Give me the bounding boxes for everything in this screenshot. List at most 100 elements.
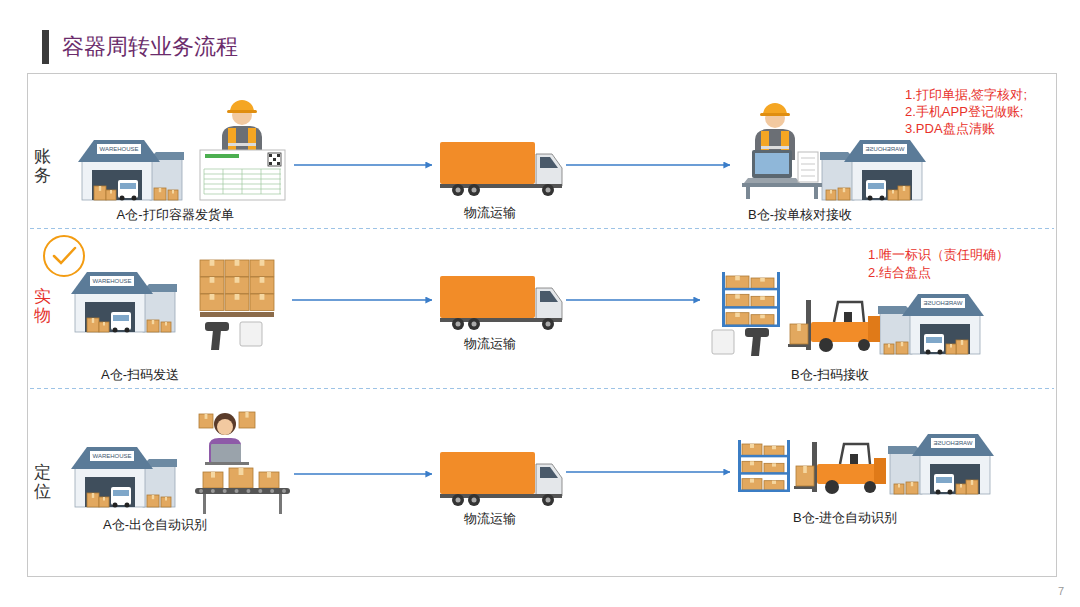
small-truck <box>111 312 131 330</box>
wheel <box>880 196 885 201</box>
forklift-body <box>811 322 871 342</box>
process-station: 物流运输 <box>432 450 566 530</box>
cardboard-box <box>956 340 968 354</box>
wheel-hub <box>546 322 551 327</box>
process-station: A仓-扫码发送 <box>68 240 292 386</box>
box-tape <box>260 277 265 283</box>
wheel <box>452 318 464 330</box>
conveyor <box>195 468 290 514</box>
cardboard-box <box>106 190 116 200</box>
cardboard-box <box>200 294 224 311</box>
roller <box>270 489 274 493</box>
wheel <box>819 338 833 352</box>
cardboard-box <box>168 190 178 200</box>
wheel <box>948 490 953 495</box>
rack-upright <box>722 272 725 327</box>
cab-window <box>540 157 558 168</box>
truck-icon <box>440 142 562 196</box>
cardboard-box <box>966 480 978 494</box>
box-tape <box>172 190 174 194</box>
panel-border <box>28 74 1057 577</box>
hair <box>214 413 236 435</box>
box-tape <box>760 296 765 300</box>
forks <box>788 344 810 347</box>
check-circle <box>44 236 84 276</box>
note-text: 1.唯一标识（责任明确） <box>868 246 1009 263</box>
box-tape <box>803 466 807 473</box>
box-tape <box>110 190 112 194</box>
flow-arrow <box>294 473 432 475</box>
form-header <box>205 154 239 158</box>
warehouse-annex <box>150 158 182 200</box>
screen-content <box>755 153 789 174</box>
seat <box>844 312 852 322</box>
cab-window <box>540 291 558 302</box>
diagram-title: 容器周转业务流程 <box>62 32 238 62</box>
box-tape <box>735 313 740 317</box>
form-row <box>204 174 281 175</box>
roller <box>235 489 239 493</box>
truck-icon <box>440 452 562 506</box>
station-caption: 物流运输 <box>464 204 516 221</box>
warehouse-roof <box>902 294 984 316</box>
box-tape <box>772 446 776 449</box>
rack-upright <box>787 440 790 492</box>
flow-arrow <box>294 164 432 166</box>
box-tape <box>210 260 215 266</box>
warehouse-sign-text: WAREHOUSE <box>90 276 134 286</box>
box-tape <box>797 324 801 331</box>
forklift-icon <box>788 300 880 352</box>
cardboard-box <box>894 484 904 494</box>
warehouse-sign-text: WAREHOUSE <box>921 298 965 308</box>
small-truck <box>866 180 886 198</box>
label-holder: 1.唯一标识（责任明确） <box>868 246 1009 263</box>
qr-dot <box>269 154 272 157</box>
rack-shelf <box>738 455 790 458</box>
warehouse-door <box>930 464 980 494</box>
box-tape <box>267 472 271 478</box>
warehouse-wall <box>82 160 152 200</box>
forks <box>794 486 816 489</box>
warehouse-icon <box>71 447 177 508</box>
label-holder: 1.打印单据,签字核对; <box>905 86 1027 103</box>
warehouse-door <box>85 477 135 507</box>
cardboard-box <box>956 484 966 494</box>
cardboard-box <box>884 344 894 354</box>
cardboard-box <box>726 294 749 306</box>
form-row <box>204 194 281 195</box>
wheel <box>452 184 464 196</box>
cardboard-box <box>726 276 749 288</box>
wheel <box>468 184 480 196</box>
desk-leg <box>746 187 750 199</box>
forklift-body <box>817 464 877 484</box>
cardboard-box <box>203 472 223 488</box>
roller <box>223 489 227 493</box>
process-station: A仓-出仓自动识别 <box>68 402 294 536</box>
rack-shelf <box>722 325 780 328</box>
rack-shelf <box>722 288 780 291</box>
conveyor-leg <box>279 494 282 514</box>
warehouse-sign-text: WAREHOUSE <box>863 144 907 154</box>
box-tape <box>760 278 765 282</box>
warehouse-roof <box>844 140 926 162</box>
box-tape <box>103 497 105 501</box>
box-tape <box>260 294 265 300</box>
storage-rack <box>738 440 790 492</box>
flow-arrow <box>566 164 730 166</box>
label-holder: WAREHOUSE <box>931 438 975 448</box>
warehouse-annex <box>822 158 854 200</box>
box-tape <box>210 294 215 300</box>
scanner-gun <box>745 328 769 356</box>
warehouse-door <box>920 324 970 354</box>
cardboard-box <box>898 186 910 200</box>
flow-arrow <box>566 299 700 301</box>
box-tape <box>971 480 973 485</box>
title-bar <box>42 30 49 64</box>
wheel-hub <box>546 498 551 503</box>
conveyor-leg <box>203 494 206 514</box>
wheel <box>926 350 931 355</box>
desk-leg <box>814 187 818 199</box>
warehouse-sign-text: WAREHOUSE <box>97 144 141 154</box>
truck-cab <box>536 464 562 496</box>
small-truck <box>934 474 954 492</box>
